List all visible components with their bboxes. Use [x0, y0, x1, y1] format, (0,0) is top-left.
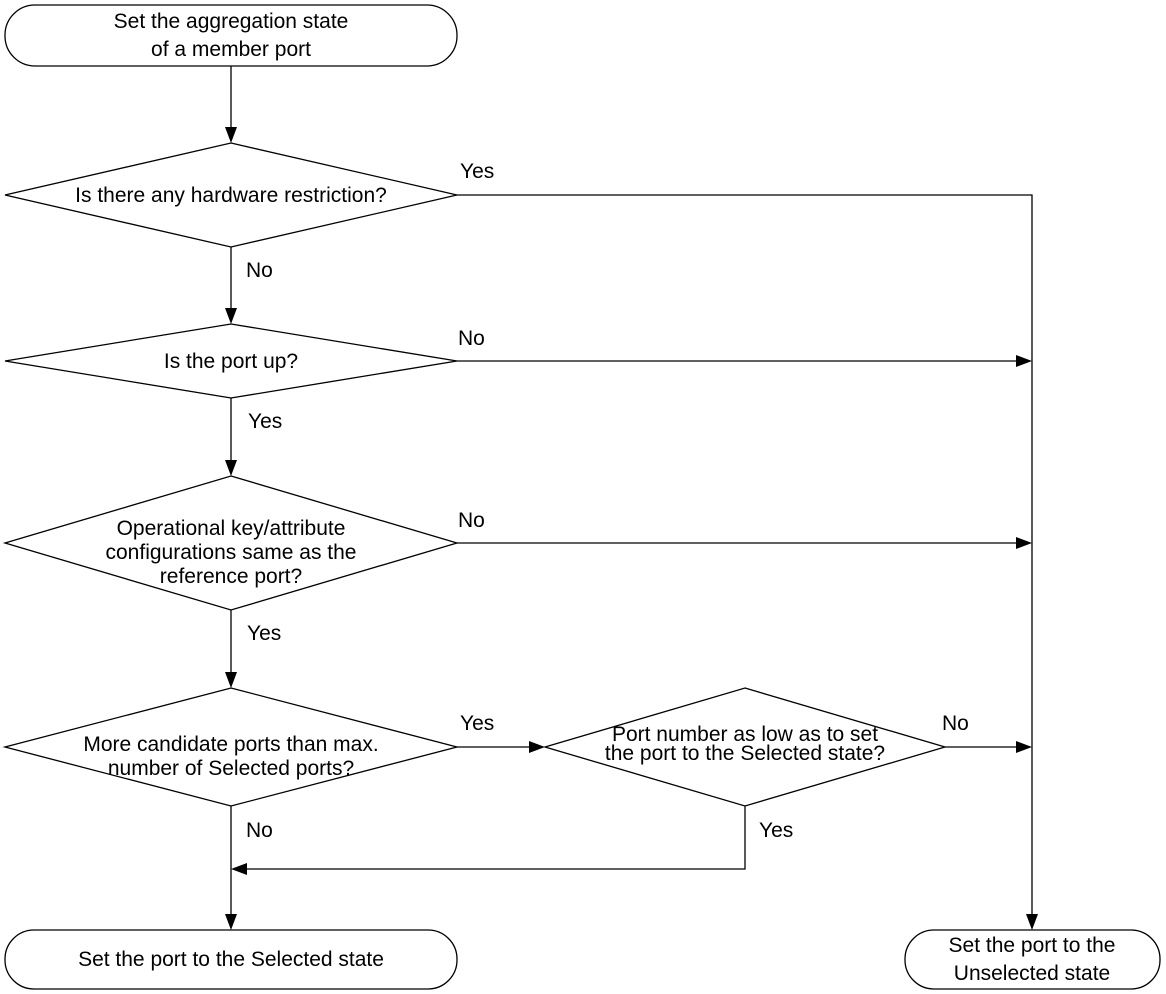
- start-node: Set the aggregation state of a member po…: [4, 4, 458, 67]
- connector-op-key-yes-to-more-candidates: [225, 610, 237, 688]
- connector-port-number-yes-to-selected: [231, 806, 746, 875]
- connector-hardware-yes-to-unselected: [457, 194, 1038, 930]
- connector-more-candidates-yes-to-port-number: [457, 741, 545, 753]
- connector-start-to-hardware: [225, 66, 237, 143]
- terminal-selected-state: Set the port to the Selected state: [4, 929, 458, 990]
- decision-port-up: Is the port up?: [4, 323, 458, 399]
- arrowhead: [529, 741, 545, 753]
- connector-port-up-yes-to-op-key: [225, 398, 237, 476]
- decision-port-up-label: Is the port up?: [164, 350, 298, 373]
- connector-port-number-no-to-unselected: [945, 741, 1032, 753]
- edge-label-hardware-no: No: [246, 259, 273, 282]
- edge-label-hardware-yes: Yes: [460, 160, 494, 183]
- decision-hardware-restriction: Is there any hardware restriction?: [4, 142, 458, 248]
- decision-more-candidates-line-1: More candidate ports than max.: [83, 733, 378, 756]
- edge-label-port-up-no: No: [458, 327, 485, 350]
- connector-port-up-no-to-unselected: [457, 355, 1032, 367]
- decision-operational-key: Operational key/attribute configurations…: [2, 475, 460, 611]
- arrowhead: [225, 914, 237, 930]
- start-label-line-1: Set the aggregation state: [114, 10, 349, 33]
- decision-more-candidates: More candidate ports than max. number of…: [2, 687, 460, 807]
- start-label-line-2: of a member port: [151, 38, 311, 61]
- decision-port-number-line-2: the port to the Selected state?: [605, 742, 885, 765]
- decision-port-number: Port number as low as to set the port to…: [542, 687, 948, 807]
- arrowhead: [225, 127, 237, 143]
- connector-op-key-no-to-unselected: [457, 537, 1032, 549]
- edge-label-op-key-no: No: [458, 509, 485, 532]
- terminal-unselected-state: Set the port to the Unselected state: [904, 929, 1161, 990]
- edge-label-more-candidates-no: No: [246, 819, 273, 842]
- edge-label-port-up-yes: Yes: [248, 410, 282, 433]
- arrowhead: [225, 672, 237, 688]
- decision-hardware-label: Is there any hardware restriction?: [75, 184, 387, 207]
- arrowhead: [1016, 537, 1032, 549]
- decision-op-key-line-1: Operational key/attribute: [117, 517, 346, 540]
- edge-label-port-number-yes: Yes: [759, 819, 793, 842]
- edge-label-port-number-no: No: [942, 712, 969, 735]
- arrowhead: [225, 460, 237, 476]
- decision-op-key-line-3: reference port?: [160, 565, 302, 588]
- arrowhead: [1016, 741, 1032, 753]
- decision-op-key-line-2: configurations same as the: [106, 541, 357, 564]
- terminal-unselected-line-1: Set the port to the: [949, 934, 1116, 957]
- arrowhead: [1026, 914, 1038, 930]
- terminal-selected-label: Set the port to the Selected state: [78, 948, 384, 971]
- edge-label-more-candidates-yes: Yes: [460, 712, 494, 735]
- connector-hardware-no-to-port-up: [225, 247, 237, 324]
- arrowhead: [225, 308, 237, 324]
- decision-port-number-line-1: Port number as low as to set: [612, 723, 878, 746]
- arrowhead: [231, 863, 247, 875]
- connector-more-candidates-no-to-selected: [225, 806, 237, 930]
- decision-more-candidates-line-2: number of Selected ports?: [108, 757, 354, 780]
- terminal-unselected-line-2: Unselected state: [954, 962, 1110, 985]
- edge-label-op-key-yes: Yes: [247, 622, 281, 645]
- arrowhead: [1016, 355, 1032, 367]
